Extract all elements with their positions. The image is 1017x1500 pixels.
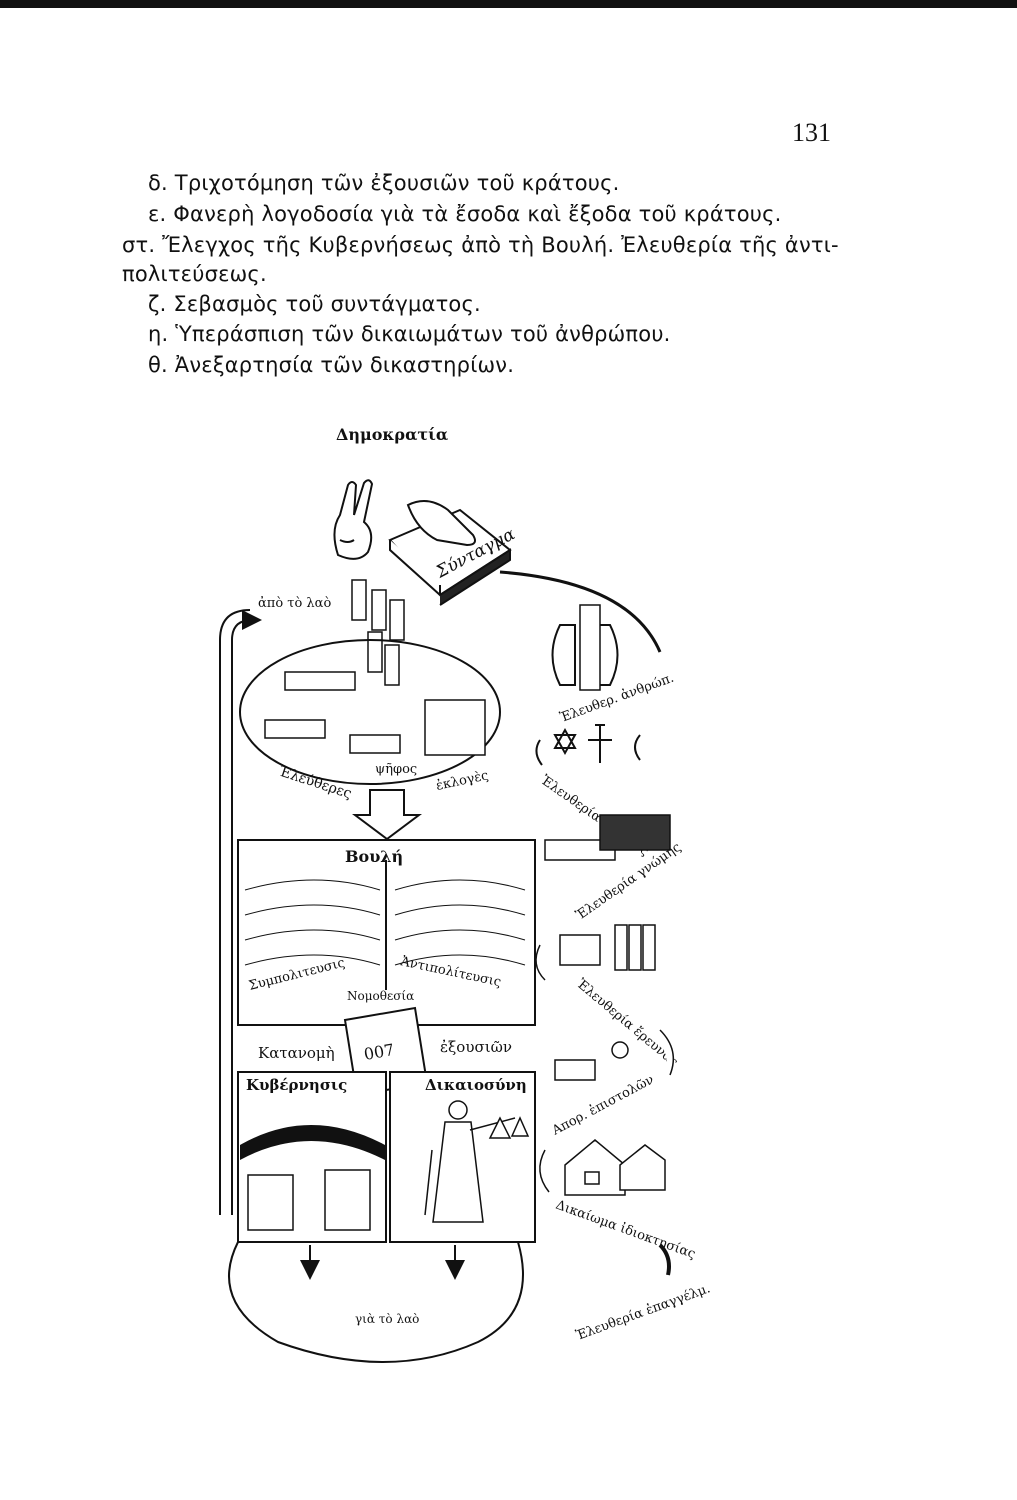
to-people-label: γιὰ τὸ λαὸ (355, 1312, 419, 1326)
letters-label: Απορ. ἐπιστολῶν (549, 1072, 657, 1139)
legislation-label: Νομοθεσία (347, 989, 414, 1003)
assembly-icon (544, 814, 671, 861)
page-number: 131 (792, 118, 831, 147)
figure-caption: Δημοκρατία (336, 425, 449, 444)
list-item: πολιτεύσεως. (122, 262, 267, 286)
justice-label: Δικαιοσύνη (425, 1076, 527, 1094)
list-item: ζ. Σεβασμὸς τοῦ συντάγματος. (148, 292, 481, 316)
parliament-label: Βουλή (345, 847, 403, 866)
elections-area (239, 639, 501, 785)
from-people-label: ἀπὸ τὸ λαὸ (258, 596, 331, 611)
down-arrow (352, 789, 422, 841)
voting-hand-icon (333, 479, 374, 560)
parliament-seats (244, 879, 526, 966)
government-label: Κυβέρνησις (246, 1076, 347, 1094)
vote-label: ψῆφος (375, 762, 417, 777)
research-icon (535, 924, 656, 981)
page-top-edge (0, 0, 1017, 8)
list-item: δ. Τριχοτόμηση τῶν ἐξουσιῶν τοῦ κράτους. (148, 171, 620, 195)
constitution-book-icon (388, 500, 512, 606)
return-arrow (231, 610, 262, 1215)
list-item: ε. Φανερὴ λογοδοσία γιὰ τὰ ἔσοδα καὶ ἔξο… (148, 202, 782, 226)
religion-icons (535, 724, 641, 766)
house-icon (539, 1139, 666, 1196)
powers-label: ἐξουσιῶν (440, 1038, 512, 1056)
voters-queue (351, 579, 405, 686)
property-label: Δικαίωμα ἰδιοκτησίας (554, 1197, 698, 1262)
free-label: Ἐλεύθερες (277, 763, 354, 803)
profession-freedom-label: Ἐλευθερία ἐπαγγέλμ. (574, 1281, 712, 1344)
list-item: στ. Ἔλεγχος τῆς Κυβερνήσεως ἀπὸ τὴ Βουλή… (122, 233, 839, 257)
research-freedom-label: Ἐλευθερία ἔρευνας (573, 977, 680, 1070)
list-item: θ. Ἀνεξαρτησία τῶν δικαστηρίων. (148, 353, 515, 377)
distribution-label: Κατανομὴ (258, 1044, 335, 1062)
letters-icon (554, 1029, 675, 1081)
people-area (228, 1241, 524, 1363)
constitution-arrow (499, 570, 662, 653)
list-item: η. Ὑπεράσπιση τῶν δικαιωμάτων τοῦ ἀνθρώπ… (148, 322, 671, 346)
justice-statue (424, 1100, 530, 1223)
